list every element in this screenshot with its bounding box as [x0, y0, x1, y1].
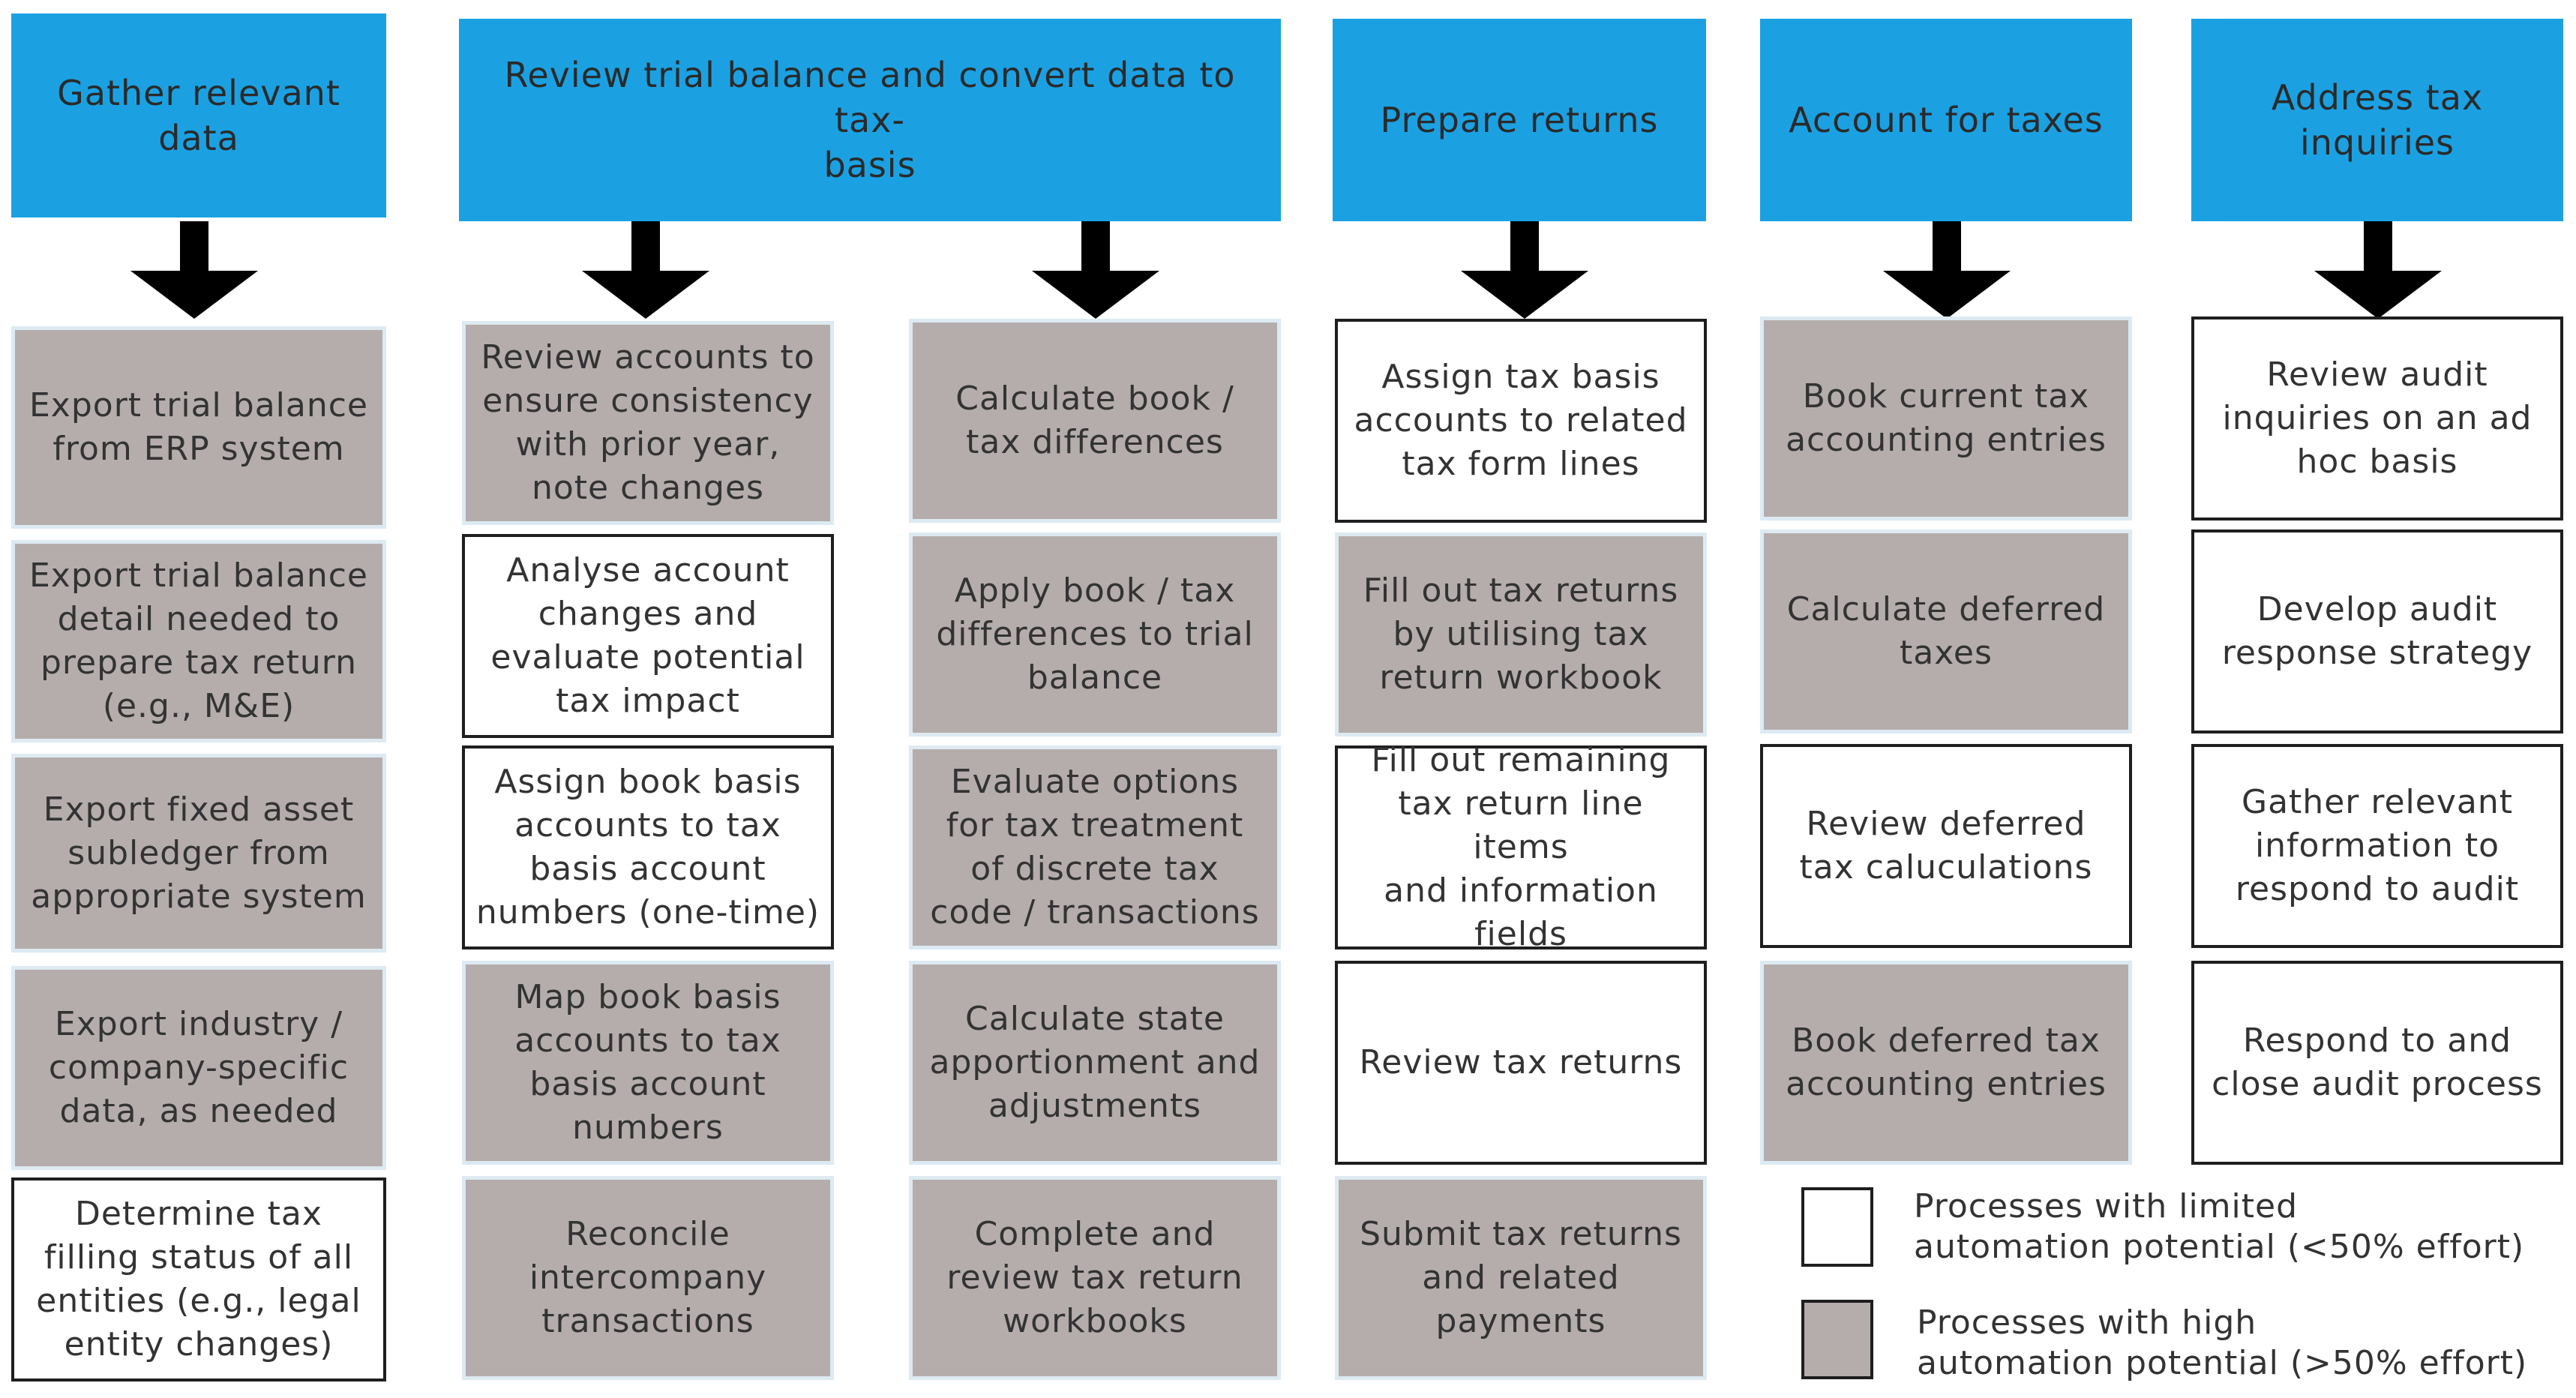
legend-label-low: Processes with limited automation potent… [1914, 1187, 2525, 1266]
process-label: Complete and review tax return workbooks [946, 1215, 1243, 1340]
header-prepare-returns: Prepare returns [1333, 19, 1706, 221]
process-label: Submit tax returns and related payments [1360, 1215, 1682, 1340]
down-arrow-icon [130, 221, 258, 319]
legend-swatch-low [1801, 1187, 1873, 1267]
legend-label-high: Processes with high automation potential… [1917, 1304, 2528, 1382]
process-box: Export trial balance detail needed to pr… [11, 540, 386, 742]
process-label: Map book basis accounts to tax basis acc… [514, 978, 781, 1147]
down-arrow-icon [582, 221, 709, 319]
header-label: Address tax inquiries [2271, 77, 2484, 163]
header-address-inquiries: Address tax inquiries [2191, 19, 2563, 221]
process-box: Calculate state apportionment and adjust… [909, 961, 1281, 1165]
process-box: Calculate book / tax differences [909, 319, 1281, 523]
process-box: Assign book basis accounts to tax basis … [462, 746, 834, 950]
process-box: Apply book / tax differences to trial ba… [909, 532, 1281, 736]
process-label: Analyse account changes and evaluate pot… [490, 551, 805, 720]
down-arrow-icon [1883, 221, 2011, 319]
process-label: Export trial balance detail needed to pr… [29, 556, 368, 725]
process-label: Reconcile intercompany transactions [529, 1215, 767, 1340]
process-box: Fill out remaining tax return line items… [1335, 741, 1707, 953]
process-label: Determine tax filling status of all enti… [36, 1195, 361, 1364]
process-box: Map book basis accounts to tax basis acc… [462, 961, 834, 1165]
process-box: Respond to and close audit process [2191, 961, 2563, 1165]
process-box: Gather relevant information to respond t… [2191, 744, 2563, 948]
process-box: Book current tax accounting entries [1760, 316, 2132, 520]
process-label: Fill out tax returns by utilising tax re… [1363, 572, 1679, 697]
process-box: Review deferred tax caluculations [1760, 744, 2132, 948]
process-box: Review tax returns [1335, 961, 1707, 1165]
header-label: Review trial balance and convert data to… [504, 55, 1236, 185]
process-label: Calculate deferred taxes [1786, 590, 2106, 672]
process-label: Apply book / tax differences to trial ba… [936, 572, 1254, 697]
process-label: Assign tax basis accounts to related tax… [1354, 358, 1688, 483]
process-box: Analyse account changes and evaluate pot… [462, 534, 834, 738]
header-label: Prepare returns [1380, 100, 1659, 140]
process-label: Book current tax accounting entries [1786, 377, 2107, 459]
down-arrow-icon [2314, 221, 2442, 319]
process-box: Export trial balance from ERP system [11, 326, 386, 529]
process-label: Review deferred tax caluculations [1799, 805, 2093, 886]
process-label: Calculate book / tax differences [955, 380, 1234, 461]
header-label: Account for taxes [1789, 100, 2104, 140]
process-box: Determine tax filling status of all enti… [11, 1178, 386, 1382]
process-label: Review audit inquiries on an ad hoc basi… [2222, 356, 2533, 481]
process-label: Review accounts to ensure consistency wi… [481, 338, 815, 507]
header-label: Gather relevant data [57, 73, 340, 158]
process-box: Calculate deferred taxes [1760, 530, 2132, 734]
down-arrow-icon [1032, 221, 1159, 319]
process-box: Review audit inquiries on an ad hoc basi… [2191, 316, 2563, 520]
process-box: Book deferred tax accounting entries [1760, 961, 2132, 1165]
process-label: Fill out remaining tax return line items… [1371, 741, 1671, 953]
process-box: Evaluate options for tax treatment of di… [909, 746, 1281, 950]
process-box: Assign tax basis accounts to related tax… [1335, 319, 1707, 523]
process-box: Fill out tax returns by utilising tax re… [1335, 532, 1707, 736]
process-label: Develop audit response strategy [2221, 590, 2533, 672]
process-label: Export fixed asset subledger from approp… [31, 790, 367, 916]
process-label: Calculate state apportionment and adjust… [929, 1000, 1261, 1125]
process-box: Develop audit response strategy [2191, 530, 2563, 734]
process-box: Complete and review tax return workbooks [909, 1176, 1281, 1380]
process-box: Export industry / company-specific data,… [11, 966, 386, 1170]
down-arrow-icon [1461, 221, 1588, 319]
process-box: Review accounts to ensure consistency wi… [462, 321, 834, 525]
process-label: Assign book basis accounts to tax basis … [475, 763, 820, 932]
process-label: Book deferred tax accounting entries [1786, 1022, 2107, 1103]
header-gather-data: Gather relevant data [11, 14, 386, 218]
process-label: Evaluate options for tax treatment of di… [930, 763, 1260, 932]
process-label: Export industry / company-specific data,… [48, 1005, 349, 1130]
process-box: Export fixed asset subledger from approp… [11, 754, 386, 952]
legend-swatch-high [1801, 1300, 1873, 1379]
process-box: Reconcile intercompany transactions [462, 1176, 834, 1380]
header-account-for-taxes: Account for taxes [1760, 19, 2132, 221]
process-label: Respond to and close audit process [2212, 1022, 2543, 1103]
process-label: Review tax returns [1359, 1043, 1683, 1082]
header-review-trial-balance: Review trial balance and convert data to… [459, 19, 1281, 221]
process-label: Export trial balance from ERP system [29, 386, 368, 468]
process-box: Submit tax returns and related payments [1335, 1176, 1707, 1380]
process-label: Gather relevant information to respond t… [2235, 783, 2520, 908]
